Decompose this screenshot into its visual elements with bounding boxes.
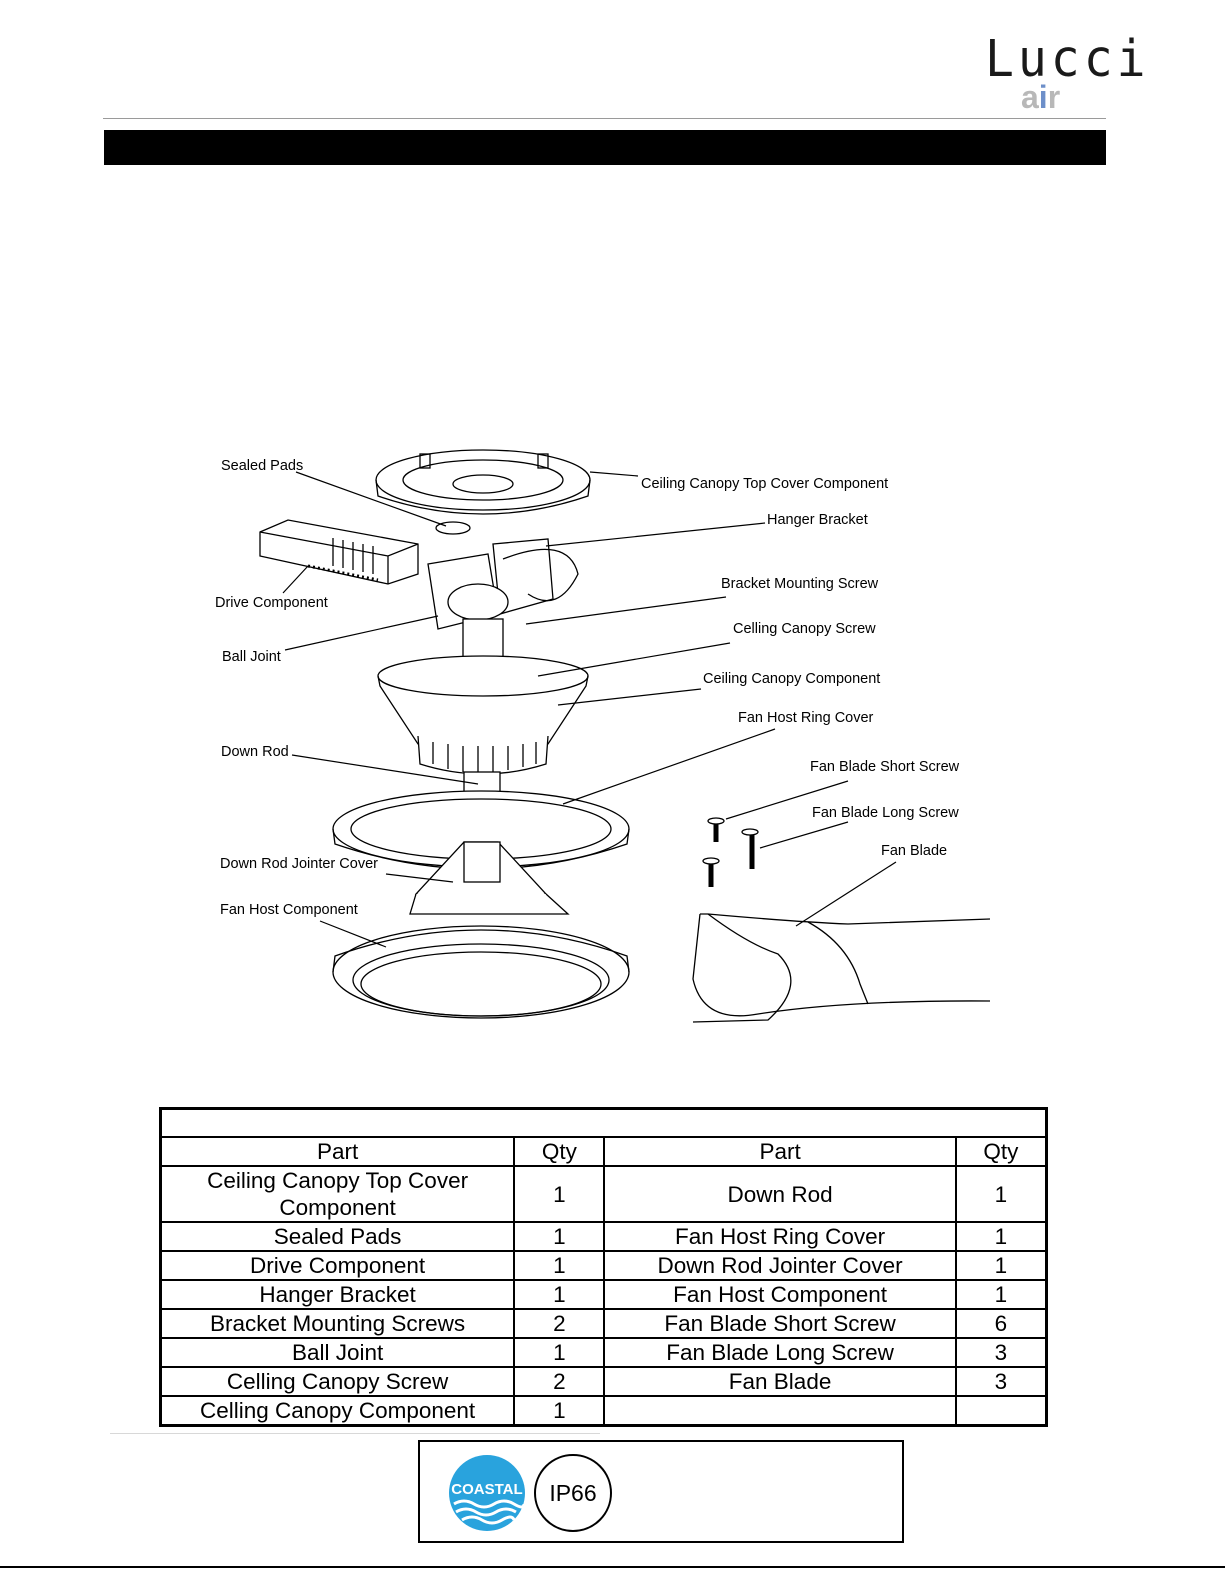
part-qty: 1 [954,1165,1048,1223]
label-ball-joint: Ball Joint [222,649,281,665]
ip-rating-label: IP66 [549,1479,597,1506]
part-qty: 1 [513,1221,606,1252]
ip-rating-badge: IP66 [534,1454,612,1532]
fan-illustration [259,449,991,1023]
label-fan-host-component: Fan Host Component [220,902,358,918]
part-name: Hanger Bracket [159,1279,516,1310]
label-drive-component: Drive Component [215,595,328,611]
label-fan-blade-short-screw: Fan Blade Short Screw [810,759,960,775]
part-name [603,1395,957,1427]
part-name: Fan Blade Short Screw [603,1308,957,1339]
logo-subword: air [1021,80,1060,114]
rating-badges-box: COASTAL IP66 [418,1440,904,1543]
header-qty: Qty [513,1136,606,1167]
part-name: Drive Component [159,1250,516,1281]
table-row: Bracket Mounting Screws 2 Fan Blade Shor… [159,1308,1048,1339]
brand-logo: Lucci air [985,33,1146,114]
table-row: Hanger Bracket 1 Fan Host Component 1 [159,1279,1048,1310]
part-name: Fan Blade Long Screw [603,1337,957,1368]
part-qty: 2 [513,1366,606,1397]
table-row: Celling Canopy Screw 2 Fan Blade 3 [159,1366,1048,1397]
footer-divider [110,1433,600,1434]
header-divider [103,118,1106,119]
part-name: Fan Host Ring Cover [603,1221,957,1252]
part-name: Fan Blade [603,1366,957,1397]
label-sealed-pads: Sealed Pads [221,458,303,474]
label-fan-blade-long-screw: Fan Blade Long Screw [812,805,959,821]
logo-sub-r: r [1047,79,1061,115]
part-name: Bracket Mounting Screws [159,1308,516,1339]
label-down-rod-jointer-cover: Down Rod Jointer Cover [220,856,378,872]
label-down-rod: Down Rod [221,744,289,760]
label-bracket-mounting-screw: Bracket Mounting Screw [721,576,879,592]
coastal-icon: COASTAL [449,1455,526,1531]
exploded-parts-diagram: Sealed Pads Ceiling Canopy Top Cover Com… [148,424,1044,1034]
table-title-row [159,1107,1048,1138]
part-name: Ceiling Canopy Top Cover Component [159,1165,516,1223]
table-row: Celling Canopy Component 1 [159,1395,1048,1427]
part-qty: 1 [954,1221,1048,1252]
part-name: Down Rod Jointer Cover [603,1250,957,1281]
label-fan-blade: Fan Blade [881,843,947,859]
table-row: Sealed Pads 1 Fan Host Ring Cover 1 [159,1221,1048,1252]
part-name: Celling Canopy Component [159,1395,516,1427]
part-qty: 1 [513,1165,606,1223]
label-celling-canopy-screw: Celling Canopy Screw [733,621,876,637]
part-name: Celling Canopy Screw [159,1366,516,1397]
header-part: Part [603,1136,957,1167]
logo-sub-i: i [1038,79,1048,115]
page-bottom-edge [0,1566,1225,1568]
label-canopy-top-cover: Ceiling Canopy Top Cover Component [641,476,888,492]
part-name: Ball Joint [159,1337,516,1368]
header-part: Part [159,1136,516,1167]
label-fan-host-ring-cover: Fan Host Ring Cover [738,710,874,726]
label-ceiling-canopy-component: Ceiling Canopy Component [703,671,880,687]
part-qty: 1 [954,1250,1048,1281]
label-hanger-bracket: Hanger Bracket [767,512,868,528]
part-qty: 1 [513,1279,606,1310]
logo-sub-a: a [1021,79,1039,115]
part-name: Fan Host Component [603,1279,957,1310]
part-qty [954,1395,1048,1427]
part-qty: 6 [954,1308,1048,1339]
diagram-svg: Sealed Pads Ceiling Canopy Top Cover Com… [215,449,991,1023]
part-qty: 3 [954,1366,1048,1397]
part-name: Sealed Pads [159,1221,516,1252]
table-title-cell [159,1107,1048,1138]
table-row: Drive Component 1 Down Rod Jointer Cover… [159,1250,1048,1281]
part-qty: 1 [954,1279,1048,1310]
coastal-label: COASTAL [451,1481,522,1498]
part-name: Down Rod [603,1165,957,1223]
parts-table: Part Qty Part Qty Ceiling Canopy Top Cov… [159,1107,1048,1427]
table-row: Ceiling Canopy Top Cover Component 1 Dow… [159,1165,1048,1223]
part-qty: 1 [513,1337,606,1368]
part-qty: 3 [954,1337,1048,1368]
table-header-row: Part Qty Part Qty [159,1136,1048,1167]
header-qty: Qty [954,1136,1048,1167]
logo-wordmark: Lucci [985,29,1150,89]
part-qty: 1 [513,1250,606,1281]
part-qty: 1 [513,1395,606,1427]
leader-lines [282,471,897,948]
part-qty: 2 [513,1308,606,1339]
table-row: Ball Joint 1 Fan Blade Long Screw 3 [159,1337,1048,1368]
section-title-bar [104,130,1106,165]
